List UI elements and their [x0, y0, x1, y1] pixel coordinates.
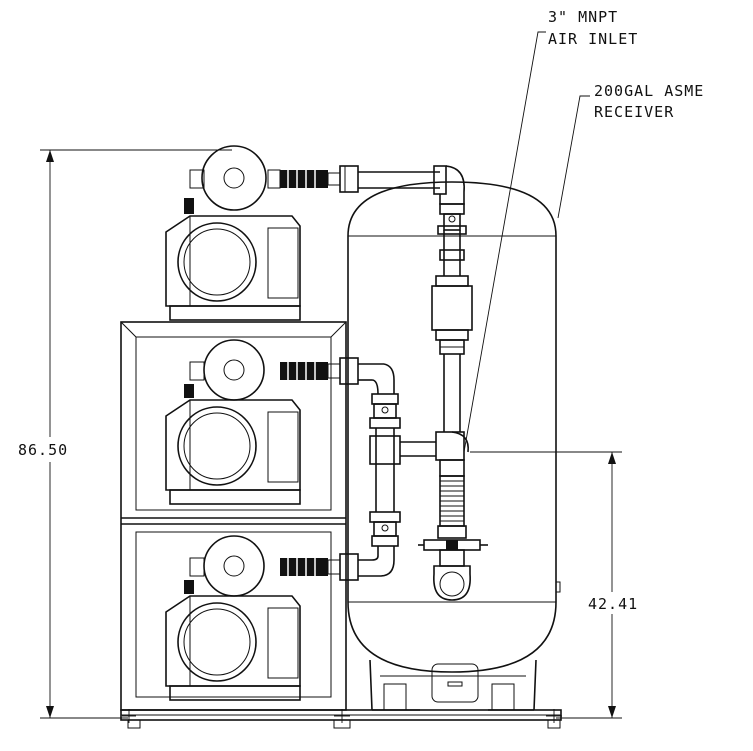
tank-inlet-assembly: [418, 431, 488, 601]
vacuum-pump-1: [165, 145, 359, 321]
inlet-height-dimension: [470, 451, 622, 719]
inlet-header-piping: [358, 165, 473, 432]
tank-legs: [369, 659, 537, 711]
overall-height-value: 86.50: [18, 441, 68, 459]
receiver-label-line2: RECEIVER: [594, 103, 674, 121]
base-crosshairs: [122, 709, 562, 723]
inlet-flex-connector: [439, 475, 465, 527]
inlet-label-line2: AIR INLET: [548, 30, 638, 48]
flex-hose-3: [280, 558, 328, 576]
manifold-piping: [358, 363, 436, 577]
vacuum-pump-2: [165, 339, 359, 505]
inlet-label-line1: 3" MNPT: [548, 8, 618, 26]
overall-height-dimension: [40, 149, 232, 719]
leader-lines: [463, 31, 590, 453]
vacuum-pump-3: [165, 535, 359, 701]
inlet-ball-valve: [418, 539, 488, 551]
flex-hose-2: [280, 362, 328, 380]
inlet-height-value: 42.41: [588, 595, 638, 613]
receiver-label-line1: 200GAL ASME: [594, 82, 704, 100]
flex-hose-1: [280, 170, 328, 188]
receiver-tank: [347, 181, 561, 711]
